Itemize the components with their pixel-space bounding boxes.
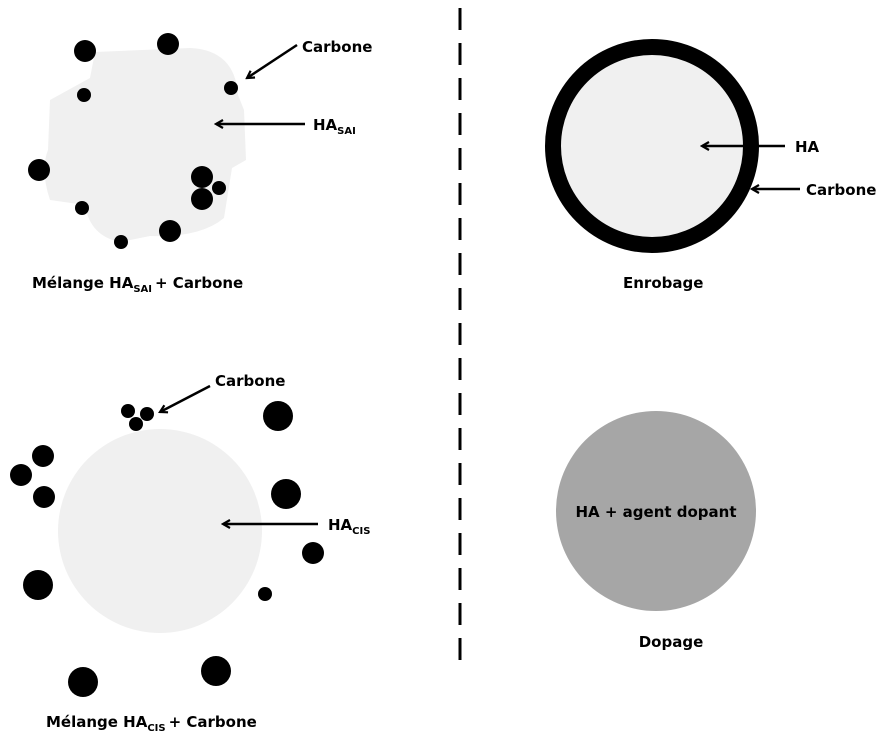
ha-cis-particle (58, 429, 262, 633)
ha-sai-label: HASAI (313, 116, 356, 137)
carbon-particle (33, 486, 55, 508)
carbon-particle (224, 81, 238, 95)
panel-coating: HA Carbone Enrobage (545, 39, 876, 292)
carbon-particle (121, 404, 135, 418)
carbon-particle (157, 33, 179, 55)
carbon-particle (77, 88, 91, 102)
carbon-particle (258, 587, 272, 601)
caption-coating: Enrobage (623, 274, 703, 292)
carbon-particle (28, 159, 50, 181)
caption-doping: Dopage (639, 633, 704, 651)
caption-mix-cis: Mélange HACIS+ Carbone (46, 713, 257, 734)
panel-mix-sai: Carbone HASAI Mélange HASAI+ Carbone (28, 33, 372, 295)
carbon-particle (201, 656, 231, 686)
doped-particle-label: HA + agent dopant (575, 503, 736, 521)
carbon-particle (74, 40, 96, 62)
carbon-particle (191, 166, 213, 188)
carbon-particle (159, 220, 181, 242)
carbon-particle (10, 464, 32, 486)
carbon-particle (23, 570, 53, 600)
carbon-particle (32, 445, 54, 467)
carbon-particle (75, 201, 89, 215)
ha-cis-label: HACIS (328, 516, 370, 537)
carbon-particle (271, 479, 301, 509)
carbon-arrow (160, 384, 211, 412)
carbon-particle (302, 542, 324, 564)
ha-sai-particle (44, 48, 246, 242)
caption-mix-sai: Mélange HASAI+ Carbone (32, 274, 243, 295)
carbon-label: Carbone (806, 181, 876, 199)
carbon-particle (114, 235, 128, 249)
doped-ha-particle (556, 411, 756, 611)
carbon-particle (68, 667, 98, 697)
carbon-particle (191, 188, 213, 210)
carbon-particle (212, 181, 226, 195)
carbon-particle (129, 417, 143, 431)
carbon-label: Carbone (215, 372, 285, 390)
panel-mix-cis: Carbone HACIS Mélange HACIS+ Carbone (10, 372, 370, 734)
carbon-arrow (247, 43, 298, 78)
ha-label: HA (795, 138, 820, 156)
ha-cis-subscript: CIS (352, 526, 370, 537)
carbon-label: Carbone (302, 38, 372, 56)
carbon-particle (140, 407, 154, 421)
carbon-particle (263, 401, 293, 431)
panel-doping: HA + agent dopant Dopage (556, 411, 756, 651)
ha-sai-subscript: SAI (337, 126, 356, 137)
